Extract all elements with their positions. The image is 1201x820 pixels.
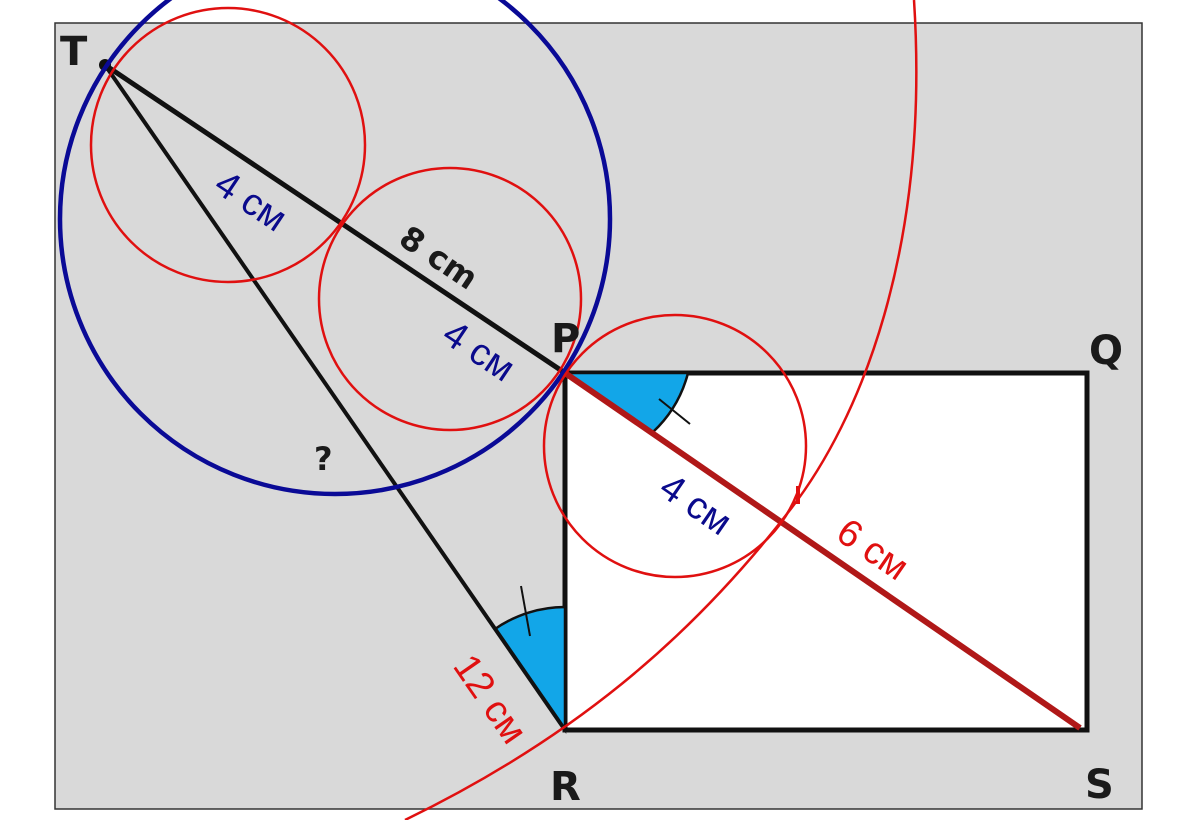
blue-circle bbox=[57, 0, 613, 497]
angle-tick-p bbox=[658, 398, 691, 425]
point-label-r: R bbox=[550, 764, 581, 810]
point-label-t: T bbox=[60, 29, 88, 75]
red-arc-large bbox=[404, 0, 918, 820]
red-circle-p bbox=[542, 313, 808, 579]
point-label-p: P bbox=[551, 316, 580, 362]
diagonal-ps bbox=[563, 370, 1082, 731]
label-tr-unknown: ? bbox=[314, 440, 333, 478]
point-label-q: Q bbox=[1089, 328, 1123, 374]
angle-tick-r bbox=[520, 585, 531, 637]
red-circle-m bbox=[317, 166, 583, 432]
point-label-s: S bbox=[1085, 762, 1114, 808]
segment-tr bbox=[103, 63, 567, 732]
segment-tp bbox=[103, 62, 567, 376]
red-circle-t bbox=[89, 6, 367, 284]
